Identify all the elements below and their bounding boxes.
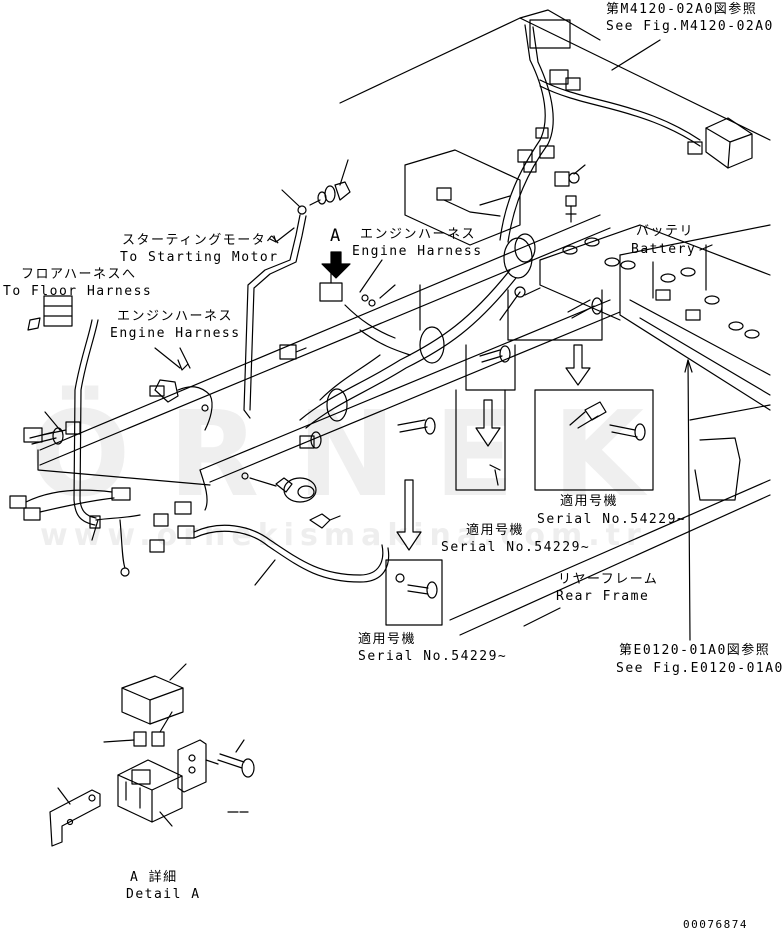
- leader-lines: [154, 227, 693, 641]
- serial-right-en: Serial No.54229~: [537, 512, 687, 527]
- detail-a-drawing: [49, 663, 255, 847]
- starting-motor-lead: [243, 159, 351, 419]
- starting-motor-en: To Starting Motor: [120, 250, 279, 265]
- engine-harness-top-en: Engine Harness: [352, 244, 483, 259]
- floor-harness-jp: フロアハーネスへ: [21, 267, 137, 282]
- watermark-url: www.ornekismakina.com.tr: [40, 518, 647, 553]
- fig-ref-top-jp: 第M4120-02A0図参照: [606, 2, 758, 17]
- serial-right-jp: 適用号機: [560, 494, 619, 509]
- serial-bottom-en: Serial No.54229~: [358, 649, 508, 664]
- watermark-brand: ÖRNEK: [30, 385, 682, 523]
- battery-icon: [539, 224, 771, 339]
- engine-harness-left-jp: エンジンハーネス: [117, 309, 234, 324]
- floor-harness: [9, 295, 390, 586]
- engine-harness-top-jp: エンジンハーネス: [360, 227, 477, 242]
- alternator-icon: [241, 344, 341, 529]
- starting-motor-jp: スターティングモータへ: [122, 233, 281, 248]
- rear-frame-jp: リヤーフレーム: [558, 572, 659, 587]
- detail-a-jp: A 詳細: [130, 870, 178, 885]
- serial-mid-jp: 適用号機: [466, 523, 525, 538]
- battery-label-jp: バッテリ: [636, 224, 695, 239]
- floor-harness-en: To Floor Harness: [3, 284, 153, 299]
- detail-a-en: Detail A: [126, 887, 201, 902]
- fig-ref-bottom-en: See Fig.E0120-01A0: [616, 661, 784, 676]
- upper-harness: [499, 19, 753, 243]
- rear-frame-en: Rear Frame: [556, 589, 650, 604]
- serial-inset-boxes: [385, 289, 654, 626]
- engine-harness-left-en: Engine Harness: [110, 326, 241, 341]
- serial-bottom-jp: 適用号機: [358, 632, 417, 647]
- drawing-number: 00076874: [683, 918, 748, 931]
- fig-ref-bottom-jp: 第E0120-01A0図参照: [619, 643, 771, 658]
- view-arrow-a-icon: [321, 251, 351, 279]
- fig-ref-top-en: See Fig.M4120-02A0: [606, 19, 774, 34]
- view-arrow-a-label: A: [330, 226, 342, 246]
- arrow-icon: [396, 344, 591, 551]
- engine-harness-left: [149, 347, 213, 511]
- serial-mid-en: Serial No.54229~: [441, 540, 591, 555]
- battery-label-en: Battery: [631, 242, 697, 257]
- bolt-icon: [29, 297, 646, 599]
- engine-harness-trunk: [299, 233, 541, 429]
- connector-inset: [404, 149, 521, 246]
- frame-outline: [37, 9, 771, 636]
